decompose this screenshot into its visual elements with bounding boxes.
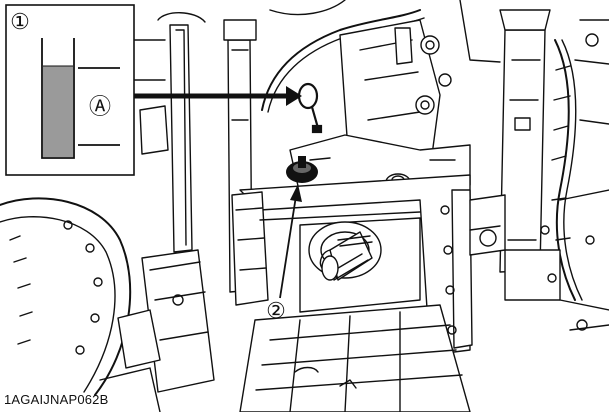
level-inset-panel [5, 4, 135, 176]
figure-code: 1AGAIJNAP062B [4, 392, 109, 407]
pointer-arrow [134, 86, 302, 106]
dipstick-cap-icon [286, 156, 318, 183]
inset-callout-number: ① [10, 9, 30, 34]
level-range-label: Ⓐ [89, 94, 111, 119]
leader-line [279, 184, 302, 299]
dipstick-callout-number: ② [266, 298, 286, 323]
